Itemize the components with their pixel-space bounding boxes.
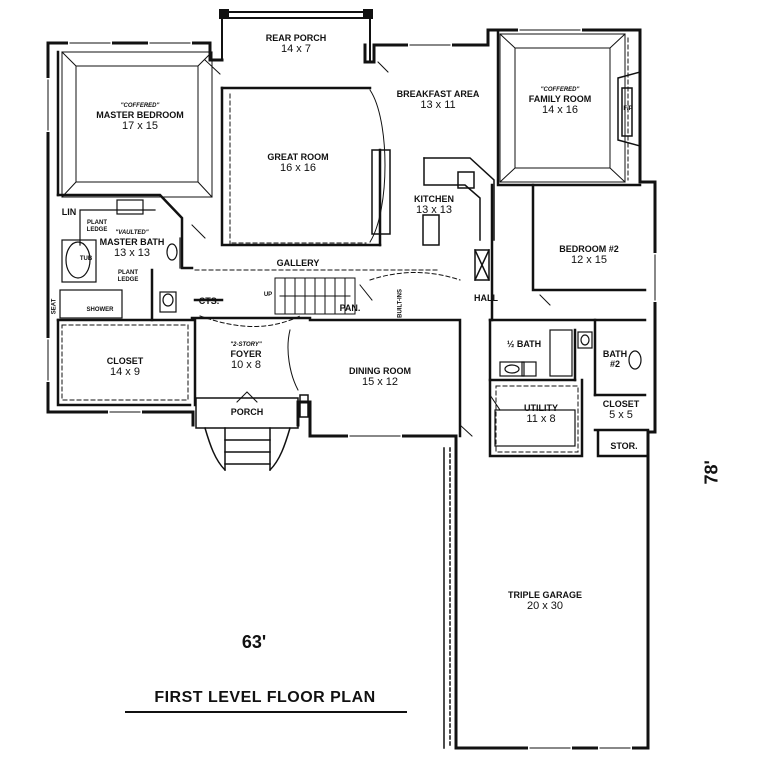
plant-ledge-label-1: PLANT LEDGE [86,220,108,233]
plant-ledge-label-2: PLANT LEDGE [117,270,139,283]
bath-2-label: BATH#2 [602,349,628,370]
windows [46,28,657,750]
coffered-ceiling-family [499,33,626,183]
front-porch [195,391,309,472]
master-bath-fixtures [59,199,181,319]
plan-title: FIRST LEVEL FLOOR PLAN [154,689,376,706]
dashed-lines [61,37,629,453]
fireplace [617,71,641,147]
cts-label: CTS. [198,296,220,306]
coffered-ceiling-master [61,51,213,198]
gallery-label: GALLERY [276,258,320,268]
rear-porch-outline [219,9,373,63]
interior-walls [56,30,650,458]
depth-dimension: 78' [701,460,722,485]
half-bath-label: ½ BATH [506,339,542,349]
hall-label: HALL [474,293,498,303]
built-ins-label: BUILT-INS [397,289,404,318]
pantry-label: PAN. [339,303,361,313]
exterior-walls [46,28,657,750]
width-dimension: 63' [241,632,267,652]
tub-label: TUB [79,256,93,262]
seat-label: SEAT [51,298,58,315]
window-glass [47,29,656,749]
door-swings [191,59,551,437]
bath-fixtures-small [494,329,642,447]
porch-label: PORCH [230,407,264,417]
staircase [274,277,356,315]
shower-label: SHOWER [86,307,114,313]
stair-up-label: UP [263,292,273,298]
storage-label: STOR. [610,441,638,451]
garage-details [443,447,451,749]
fireplace-label: F/P [623,106,633,112]
linen-label: LIN [61,207,77,217]
kitchen-counters [371,149,495,281]
